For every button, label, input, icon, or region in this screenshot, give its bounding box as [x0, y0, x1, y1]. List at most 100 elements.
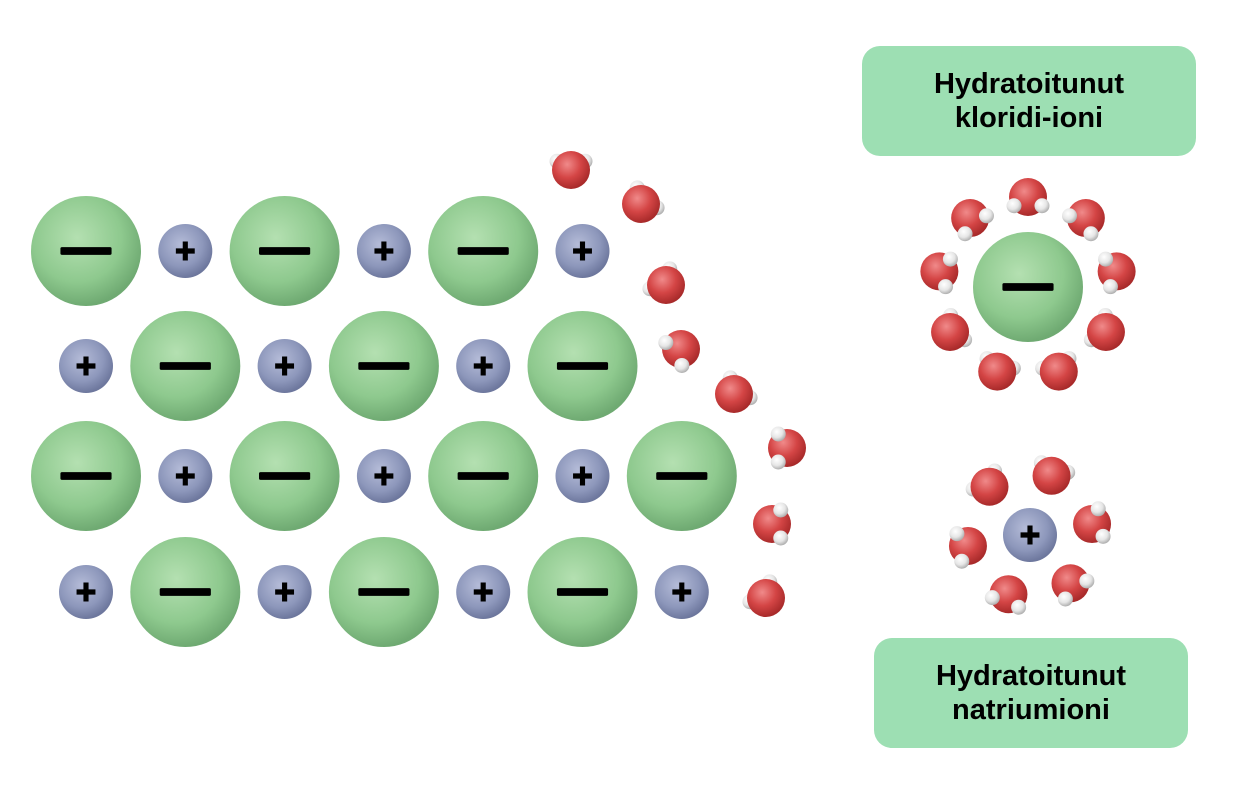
- chloride-ion: [328, 537, 439, 647]
- minus-sign-icon: [457, 472, 509, 480]
- hydrogen-atom-2: [949, 526, 965, 542]
- plus-sign-icon: [473, 582, 493, 602]
- oxygen-atom: [715, 375, 753, 413]
- water-molecule: [658, 330, 700, 373]
- hydrogen-atom-2: [773, 530, 789, 546]
- hydrogen-atom-1: [954, 553, 970, 569]
- water-molecule: [1062, 199, 1105, 242]
- plus-sign-icon: [573, 466, 592, 486]
- minus-sign-icon: [457, 247, 509, 255]
- hydrogen-atom-2: [1006, 198, 1022, 214]
- plus-sign-icon: [275, 582, 295, 602]
- chloride-ion: [527, 311, 638, 421]
- minus-sign-icon: [60, 472, 112, 480]
- plus-sign-icon: [473, 356, 493, 376]
- lattice-row: [31, 196, 610, 306]
- oxygen-atom: [931, 313, 970, 351]
- oxygen-atom: [1051, 564, 1090, 603]
- hydrogen-atom-2: [1095, 528, 1111, 544]
- minus-sign-icon: [358, 362, 410, 370]
- hydrogen-atom-2: [984, 590, 1000, 606]
- chloride-ion: [130, 537, 241, 647]
- sodium-ion: [456, 339, 511, 393]
- chloride-ion: [973, 232, 1083, 342]
- hydrogen-atom-1: [770, 454, 786, 470]
- hydrated-chloride-label: Hydratoitunut kloridi-ioni: [862, 46, 1196, 156]
- oxygen-atom: [747, 579, 785, 617]
- sodium-ion: [257, 339, 312, 393]
- water-molecule: [1051, 564, 1095, 607]
- sodium-ion: [59, 565, 113, 619]
- plus-sign-icon: [76, 582, 96, 602]
- hydrated-sodium-label: Hydratoitunut natriumioni: [874, 638, 1188, 748]
- oxygen-atom: [647, 266, 685, 304]
- plus-sign-icon: [374, 466, 394, 486]
- lattice-row: [59, 537, 709, 647]
- sodium-ion: [1003, 508, 1057, 562]
- hydrated-chloride-label-line2: kloridi-ioni: [954, 102, 1104, 134]
- oxygen-atom: [1039, 352, 1078, 391]
- hydrogen-atom-1: [1079, 573, 1095, 589]
- sodium-ion: [654, 565, 709, 619]
- sodium-ion: [59, 339, 113, 393]
- water-molecule: [742, 574, 785, 617]
- hydrogen-atom-1: [1083, 226, 1099, 242]
- water-molecule: [931, 308, 973, 351]
- water-molecule: [715, 370, 758, 413]
- chloride-ion: [31, 421, 141, 531]
- oxygen-atom: [1066, 199, 1105, 238]
- hydrogen-atom-2: [938, 279, 954, 295]
- plus-sign-icon: [175, 466, 195, 486]
- hydrogen-atom-1: [978, 208, 994, 224]
- water-molecule: [768, 426, 806, 470]
- oxygen-atom: [552, 151, 590, 189]
- minus-sign-icon: [259, 247, 311, 255]
- oxygen-atom: [1032, 456, 1071, 495]
- hydrogen-atom-1: [1011, 599, 1027, 615]
- plus-sign-icon: [175, 241, 195, 261]
- hydrated-chloride-ion: [920, 178, 1136, 391]
- chloride-ion: [626, 421, 737, 531]
- hydrated-sodium-label-line2: natriumioni: [952, 694, 1110, 726]
- plus-sign-icon: [275, 356, 295, 376]
- water-molecule: [978, 351, 1021, 391]
- hydrogen-atom-1: [1090, 501, 1106, 517]
- water-molecule: [965, 463, 1009, 506]
- plus-sign-icon: [374, 241, 394, 261]
- hydrated-chloride-label-line1: Hydratoitunut: [933, 68, 1125, 100]
- minus-sign-icon: [259, 472, 311, 480]
- lattice-row: [59, 311, 638, 421]
- hydrogen-atom-1: [1034, 198, 1050, 214]
- oxygen-atom: [970, 467, 1009, 506]
- plus-sign-icon: [573, 241, 592, 261]
- hydrated-sodium-label-line1: Hydratoitunut: [935, 660, 1127, 692]
- oxygen-atom: [978, 352, 1017, 391]
- chloride-ion: [428, 196, 539, 306]
- sodium-ion: [356, 449, 411, 503]
- sodium-ion: [456, 565, 511, 619]
- hydrogen-atom-1: [942, 251, 958, 267]
- plus-sign-icon: [672, 582, 692, 602]
- chloride-ion: [527, 537, 638, 647]
- water-molecule: [1083, 308, 1125, 351]
- hydrogen-atom-1: [1102, 279, 1118, 295]
- hydrogen-atom-2: [957, 226, 973, 242]
- hydrogen-atom-1: [773, 502, 789, 518]
- minus-sign-icon: [1002, 283, 1054, 291]
- hydrogen-atom-2: [1098, 251, 1114, 267]
- minus-sign-icon: [556, 362, 609, 370]
- water-molecule: [951, 199, 994, 242]
- oxygen-atom: [622, 185, 660, 223]
- plus-sign-icon: [1020, 525, 1040, 545]
- minus-sign-icon: [159, 362, 211, 370]
- oxygen-atom: [1086, 313, 1125, 351]
- water-molecule: [1097, 251, 1136, 295]
- sodium-ion: [158, 449, 213, 503]
- water-molecule: [549, 151, 593, 189]
- crystal-lattice: [31, 196, 737, 647]
- sodium-ion: [555, 449, 610, 503]
- minus-sign-icon: [656, 472, 708, 480]
- sodium-ion: [158, 224, 213, 278]
- water-molecule: [984, 575, 1028, 615]
- hydrated-sodium-ion: [948, 455, 1112, 615]
